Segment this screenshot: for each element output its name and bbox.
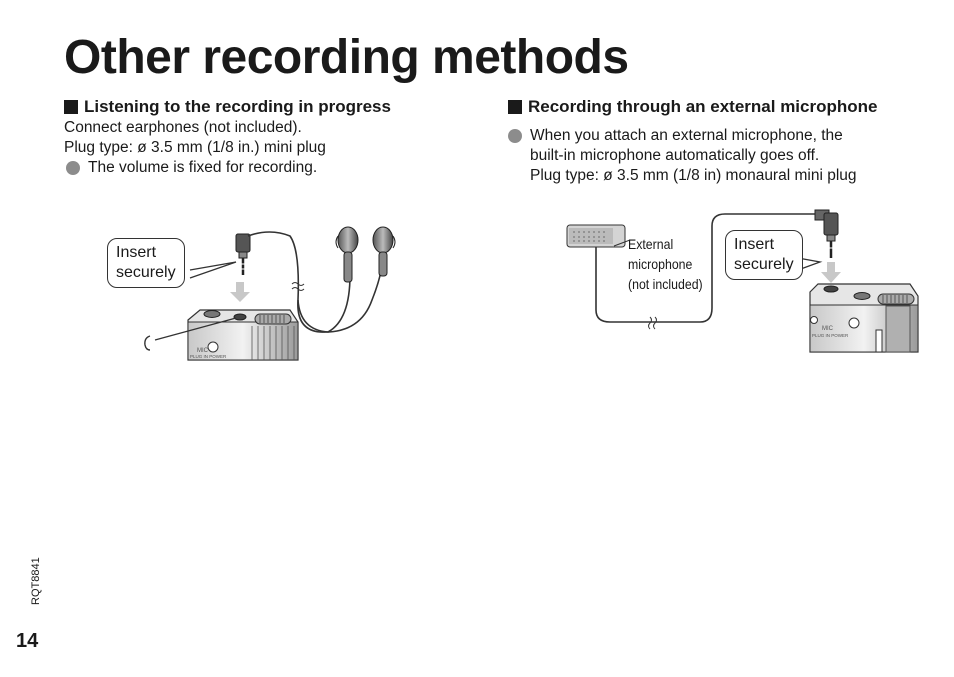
section-external-mic: Recording through an external microphone… <box>508 96 928 186</box>
device-label-plug: PLUG IN POWER <box>812 333 849 338</box>
page-number: 14 <box>16 630 39 652</box>
bullet-item: When you attach an external microphone, … <box>508 126 928 186</box>
bullet-line: built-in microphone automatically goes o… <box>530 147 820 164</box>
callout-line: securely <box>116 264 176 281</box>
cord-break-icon <box>291 282 305 291</box>
device-label-mic: MIC <box>197 348 209 354</box>
bullet-item: The volume is fixed for recording. <box>64 158 464 178</box>
pointer-line <box>154 317 237 341</box>
heading-text: Recording through an external microphone <box>528 97 878 116</box>
mic-label-line: (not included) <box>628 276 703 292</box>
callout-line: Insert <box>116 244 157 261</box>
device-label-mic: MIC <box>822 326 834 332</box>
mic-label-line: microphone <box>628 256 693 272</box>
bullet-line: Plug type: ø 3.5 mm (1/8 in) monaural mi… <box>530 167 857 184</box>
recorder-device-left: MIC PLUG IN POWER <box>187 309 299 361</box>
callout-insert-securely-left: Insert securely <box>107 238 185 288</box>
recorder-device-right: MIC PLUG IN POWER <box>809 283 919 353</box>
body-line: Connect earphones (not included). <box>64 119 302 136</box>
callout-line: Insert <box>734 236 775 253</box>
callout-insert-securely-right: Insert securely <box>725 230 803 280</box>
section-heading-earphones: Listening to the recording in progress <box>64 96 464 118</box>
section-heading-external-mic: Recording through an external microphone <box>508 96 928 118</box>
earphone-cord <box>247 231 383 333</box>
heading-text: Listening to the recording in progress <box>84 97 391 116</box>
earbuds-icon <box>335 226 396 283</box>
model-code: RQT8841 <box>30 557 42 605</box>
section-earphones: Listening to the recording in progress C… <box>64 96 464 178</box>
square-bullet-icon <box>64 100 78 114</box>
bullet-text: The volume is fixed for recording. <box>88 159 318 176</box>
callout-pointer <box>797 257 823 271</box>
mic-plug <box>814 209 839 258</box>
round-bullet-icon <box>508 129 522 143</box>
round-bullet-icon <box>66 161 80 175</box>
mic-label: External microphone (not included) <box>628 234 703 294</box>
earphone-icon <box>144 335 151 351</box>
device-label-plug: PLUG IN POWER <box>190 354 227 359</box>
cord-break-icon <box>648 316 657 330</box>
callout-pointer <box>189 261 237 279</box>
page-title: Other recording methods <box>64 31 629 84</box>
mic-cord <box>595 213 815 323</box>
external-mic-icon <box>566 224 626 248</box>
mic-label-line: External <box>628 236 674 252</box>
body-line: Plug type: ø 3.5 mm (1/8 in.) mini plug <box>64 139 326 156</box>
insert-arrow-icon <box>821 262 841 283</box>
earphone-plug <box>235 233 251 275</box>
callout-line: securely <box>734 256 794 273</box>
insert-arrow-icon <box>230 282 250 302</box>
bullet-line: When you attach an external microphone, … <box>530 127 843 144</box>
square-bullet-icon <box>508 100 522 114</box>
